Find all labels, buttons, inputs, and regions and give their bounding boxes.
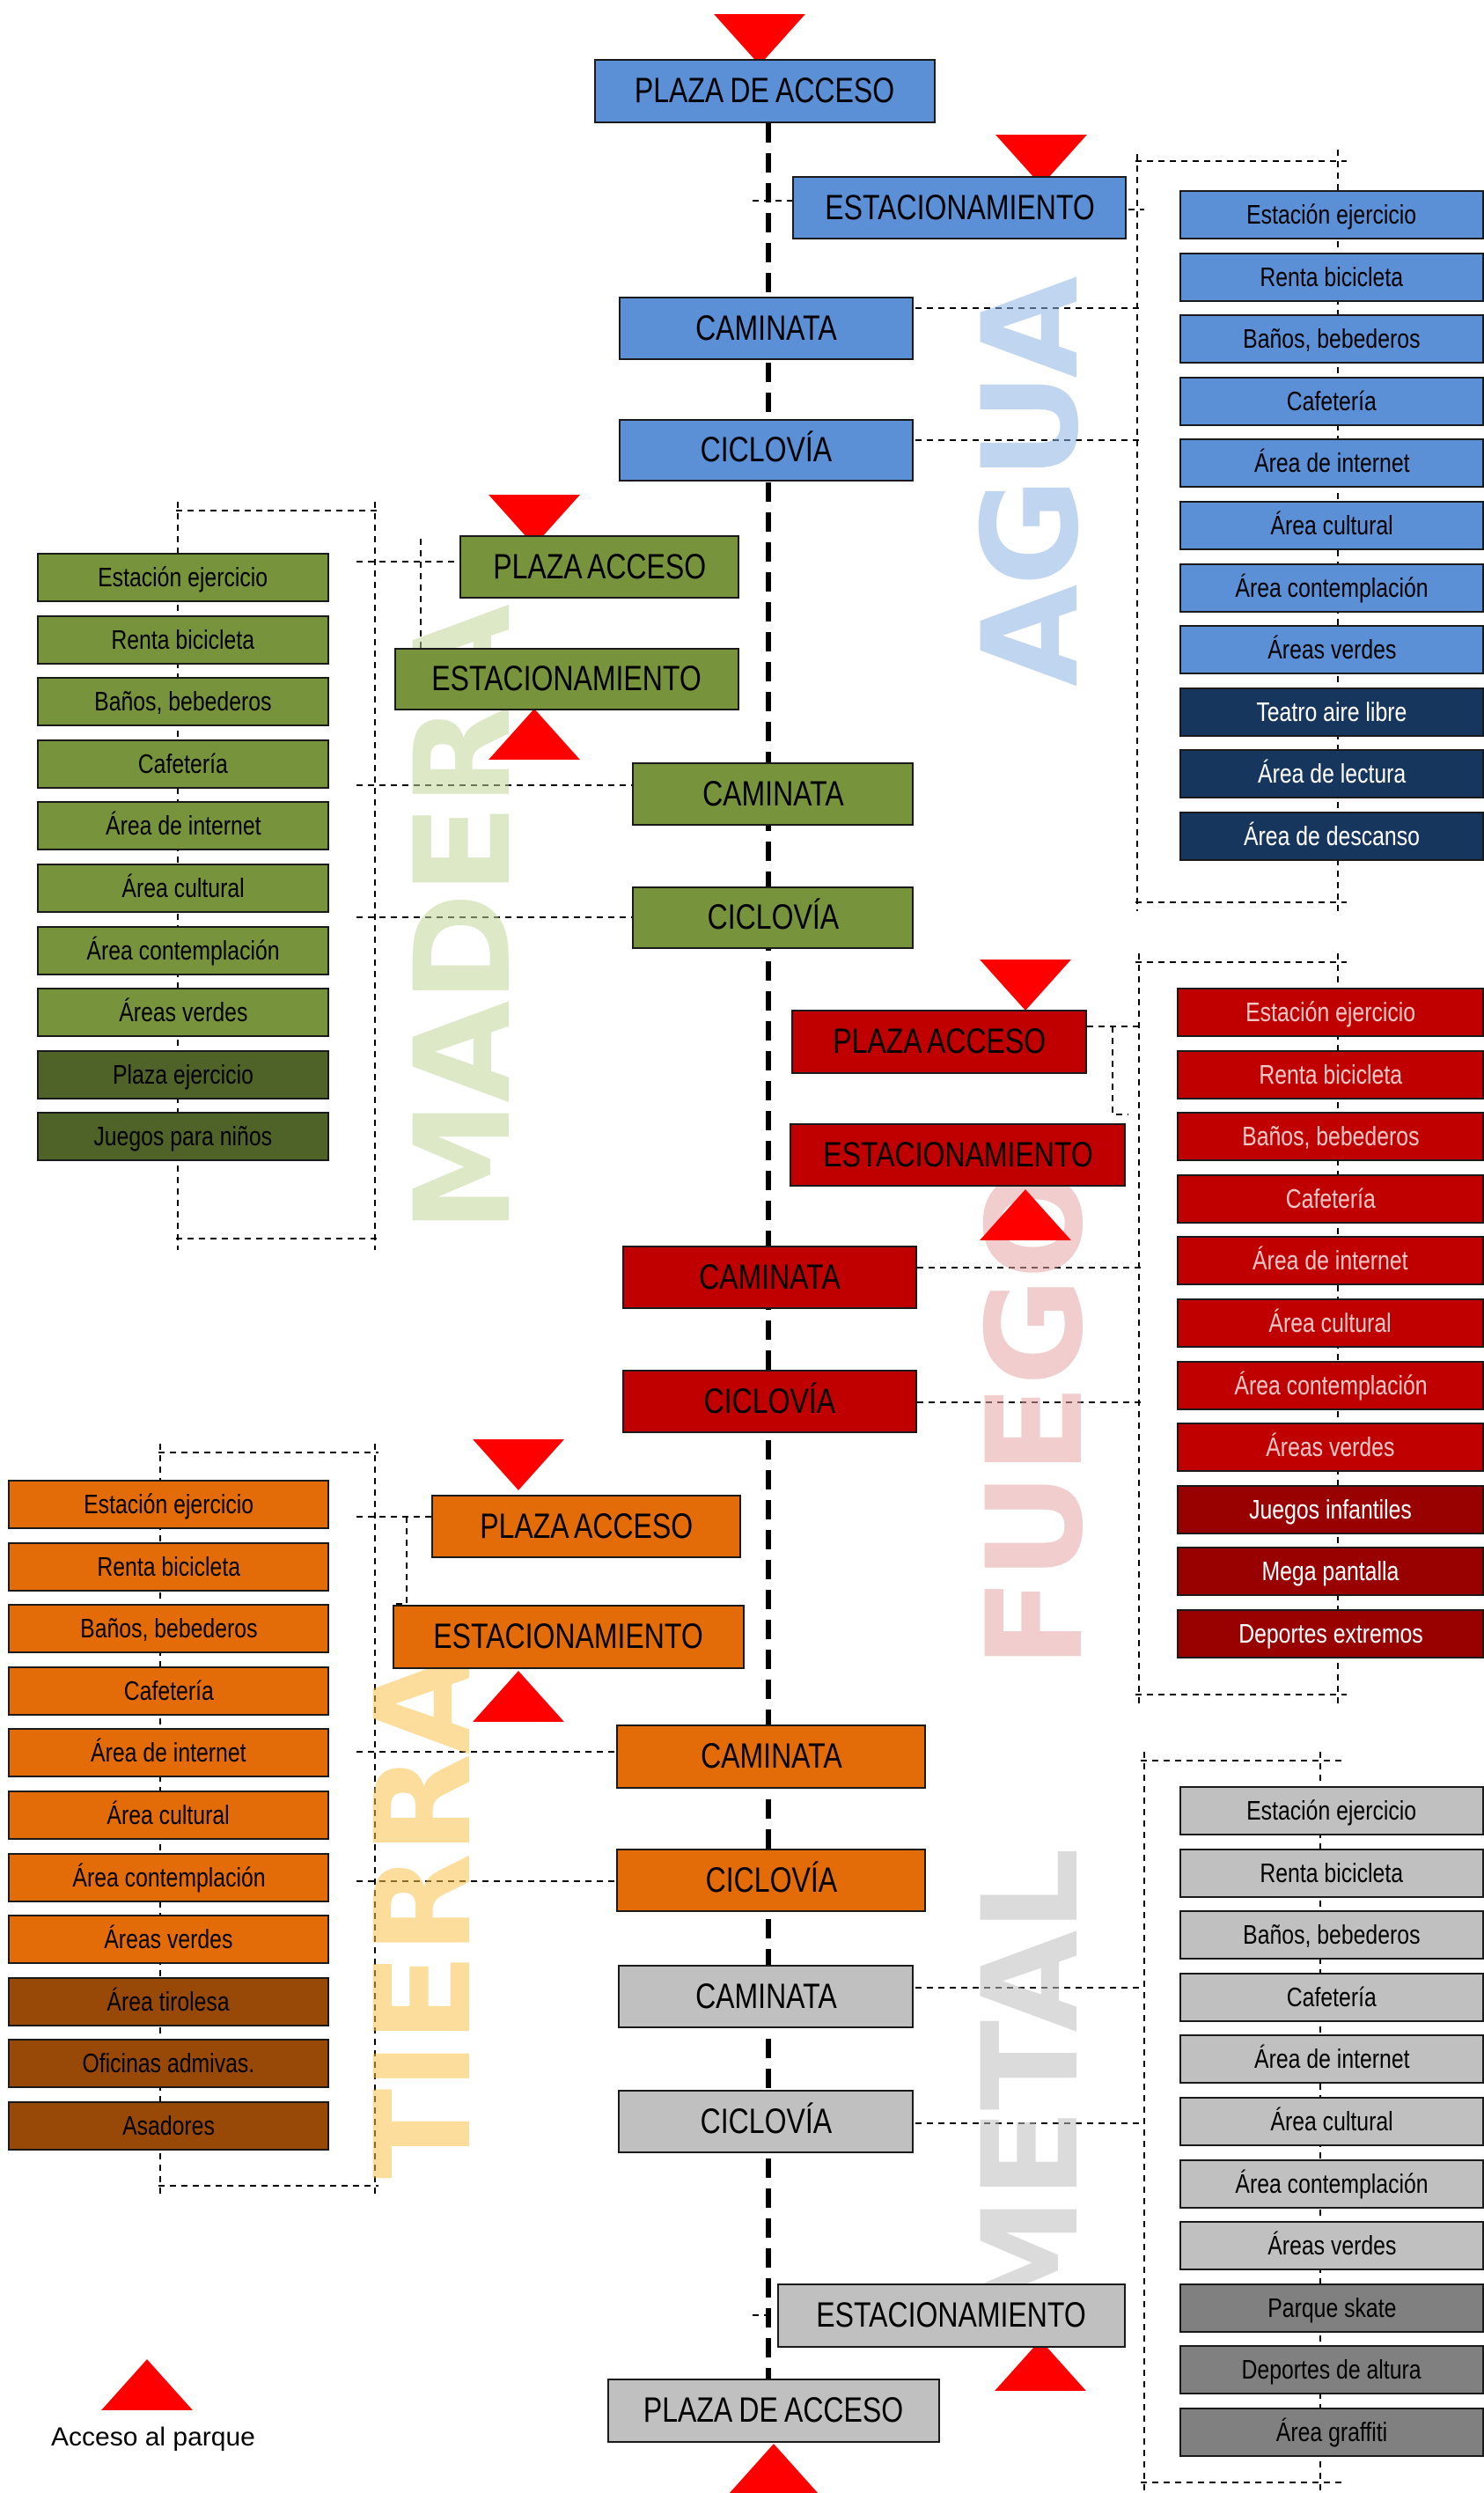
agua-item: Áreas verdes: [1179, 625, 1484, 674]
legend-label: Acceso al parque: [51, 2423, 255, 2452]
zone-label-fuego: FUEGO: [959, 1168, 1113, 1668]
madera-item: Estación ejercicio: [37, 553, 329, 602]
fuego-plaza-acceso: PLAZA ACCESO: [791, 1010, 1087, 1074]
tierra-item: Baños, bebederos: [8, 1604, 329, 1653]
zone-label-madera: MADERA: [387, 606, 540, 1232]
madera-item: Área de internet: [37, 801, 329, 850]
access-triangle-tierra-plaza: [473, 1439, 564, 1490]
plaza-de-acceso-bottom: PLAZA DE ACCESO: [607, 2379, 940, 2443]
madera-item: Juegos para niños: [37, 1112, 329, 1161]
fuego-item: Mega pantalla: [1177, 1547, 1484, 1596]
fuego-caminata: CAMINATA: [622, 1246, 917, 1309]
agua-bracket: [1135, 150, 1347, 911]
agua-ciclovia: CICLOVÍA: [619, 419, 914, 482]
tierra-item: Área tirolesa: [8, 1977, 329, 2026]
madera-ciclovia: CICLOVÍA: [632, 886, 914, 949]
tierra-item: Oficinas admivas.: [8, 2039, 329, 2088]
metal-item: Áreas verdes: [1179, 2221, 1484, 2270]
fuego-item: Renta bicicleta: [1177, 1050, 1484, 1099]
metal-item: Cafetería: [1179, 1973, 1484, 2022]
metal-caminata: CAMINATA: [618, 1965, 914, 2028]
legend-triangle: [101, 2359, 193, 2410]
access-triangle-metal-parking: [995, 2340, 1086, 2391]
metal-bracket: [1141, 1752, 1347, 2493]
metal-item: Área cultural: [1179, 2097, 1484, 2146]
agua-caminata: CAMINATA: [619, 297, 914, 360]
agua-item: Área contemplación: [1179, 563, 1484, 613]
tierra-item: Áreas verdes: [8, 1915, 329, 1964]
fuego-item: Área cultural: [1177, 1298, 1484, 1348]
agua-item: Cafetería: [1179, 377, 1484, 426]
fuego-bracket: [1135, 953, 1347, 1703]
tierra-ciclovia: CICLOVÍA: [616, 1849, 926, 1912]
fuego-ciclovia: CICLOVÍA: [622, 1370, 917, 1433]
access-triangle-fuego-parking: [980, 1189, 1071, 1240]
metal-item: Renta bicicleta: [1179, 1849, 1484, 1898]
zone-label-metal: METAL: [955, 1849, 1108, 2328]
madera-item: Áreas verdes: [37, 988, 329, 1037]
fuego-item: Estación ejercicio: [1177, 988, 1484, 1037]
tierra-caminata: CAMINATA: [616, 1725, 926, 1789]
zone-label-agua: AGUA: [955, 277, 1108, 688]
tierra-item: Cafetería: [8, 1666, 329, 1716]
madera-item: Cafetería: [37, 739, 329, 789]
agua-item: Renta bicicleta: [1179, 253, 1484, 302]
agua-item: Área de internet: [1179, 438, 1484, 488]
zone-label-tierra: TIERRA: [348, 1654, 501, 2179]
access-triangle-tierra-parking: [473, 1671, 564, 1722]
metal-ciclovia: CICLOVÍA: [618, 2090, 914, 2153]
fuego-item: Área contemplación: [1177, 1361, 1484, 1410]
tierra-item: Asadores: [8, 2101, 329, 2151]
tierra-estacionamiento: ESTACIONAMIENTO: [393, 1605, 745, 1669]
agua-item: Área de descanso: [1179, 812, 1484, 861]
plaza-de-acceso-top: PLAZA DE ACCESO: [594, 59, 936, 123]
tierra-item: Área de internet: [8, 1728, 329, 1777]
madera-item: Área contemplación: [37, 926, 329, 975]
access-triangle-fuego-plaza: [980, 960, 1071, 1011]
madera-plaza-acceso: PLAZA ACCESO: [459, 535, 739, 599]
fuego-item: Cafetería: [1177, 1174, 1484, 1224]
tierra-item: Renta bicicleta: [8, 1542, 329, 1592]
madera-caminata: CAMINATA: [632, 762, 914, 826]
fuego-item: Áreas verdes: [1177, 1423, 1484, 1472]
fuego-connectors: [917, 1026, 1144, 1403]
madera-item: Área cultural: [37, 864, 329, 913]
agua-item: Área de lectura: [1179, 749, 1484, 798]
metal-item: Parque skate: [1179, 2283, 1484, 2333]
metal-item: Área contemplación: [1179, 2159, 1484, 2209]
madera-item: Baños, bebederos: [37, 677, 329, 726]
fuego-item: Área de internet: [1177, 1236, 1484, 1285]
fuego-estacionamiento: ESTACIONAMIENTO: [790, 1123, 1126, 1187]
fuego-item: Juegos infantiles: [1177, 1485, 1484, 1534]
access-triangle-bottom: [728, 2444, 819, 2493]
metal-estacionamiento: ESTACIONAMIENTO: [777, 2283, 1126, 2348]
access-triangle-top: [714, 14, 805, 65]
madera-item: Plaza ejercicio: [37, 1050, 329, 1099]
metal-item: Baños, bebederos: [1179, 1910, 1484, 1960]
tierra-item: Área cultural: [8, 1791, 329, 1840]
agua-item: Teatro aire libre: [1179, 688, 1484, 737]
metal-item: Área graffiti: [1179, 2408, 1484, 2457]
tierra-plaza-acceso: PLAZA ACCESO: [431, 1495, 741, 1558]
metal-item: Deportes de altura: [1179, 2345, 1484, 2394]
madera-estacionamiento: ESTACIONAMIENTO: [394, 648, 739, 710]
madera-item: Renta bicicleta: [37, 615, 329, 665]
metal-connectors: [753, 1987, 1144, 2316]
metal-item: Estación ejercicio: [1179, 1786, 1484, 1835]
agua-item: Estación ejercicio: [1179, 190, 1484, 239]
tierra-connectors: [356, 1516, 618, 1882]
agua-item: Área cultural: [1179, 501, 1484, 550]
tierra-item: Área contemplación: [8, 1853, 329, 1902]
agua-estacionamiento: ESTACIONAMIENTO: [792, 176, 1127, 239]
metal-item: Área de internet: [1179, 2034, 1484, 2084]
agua-item: Baños, bebederos: [1179, 314, 1484, 364]
fuego-item: Baños, bebederos: [1177, 1112, 1484, 1161]
fuego-item: Deportes extremos: [1177, 1609, 1484, 1658]
tierra-item: Estación ejercicio: [8, 1480, 329, 1529]
access-triangle-madera-parking: [489, 709, 580, 760]
